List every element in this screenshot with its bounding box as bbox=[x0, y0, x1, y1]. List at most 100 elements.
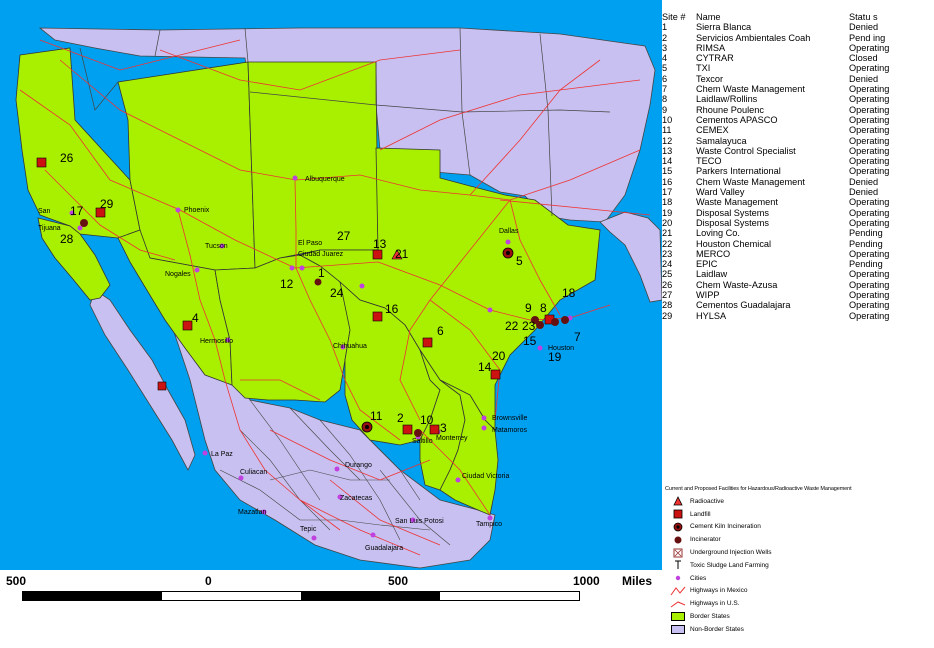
cell-name: CEMEX bbox=[696, 125, 729, 136]
cell-site: 5 bbox=[662, 63, 668, 74]
highways bbox=[19, 39, 651, 556]
legend-label: Cement Kiln Incineration bbox=[690, 523, 761, 531]
cell-name: Waste Management bbox=[696, 197, 778, 208]
cell-site: 28 bbox=[662, 300, 673, 311]
site-label: 20 bbox=[492, 349, 506, 363]
state-chihuahua[interactable] bbox=[214, 254, 356, 403]
city-label: Chihuahua bbox=[333, 343, 367, 350]
city-label: Monterrey bbox=[436, 435, 468, 442]
cell-site: 4 bbox=[662, 53, 668, 64]
cell-status: Operating bbox=[849, 145, 890, 156]
cell-site: 7 bbox=[662, 84, 668, 95]
state-baja-california[interactable] bbox=[37, 217, 111, 301]
cell-site: 18 bbox=[662, 197, 673, 208]
cell-status: Operating bbox=[849, 290, 890, 301]
cell-site: 12 bbox=[662, 135, 673, 146]
cell-site: 8 bbox=[662, 94, 668, 105]
cell-site: 27 bbox=[662, 290, 673, 301]
cell-site: 11 bbox=[662, 125, 672, 136]
cell-status: Operating bbox=[849, 94, 890, 105]
well-icon bbox=[669, 547, 687, 558]
cell-name: Texcor bbox=[696, 73, 724, 84]
city-label: Albuquerque bbox=[305, 176, 345, 183]
scale-bar: 500 0 500 1000 Miles bbox=[0, 570, 662, 610]
cell-status: Denied bbox=[849, 176, 879, 187]
mexico-state-lines bbox=[219, 399, 451, 546]
city-label: Dallas bbox=[499, 228, 519, 235]
cell-name: Ward Valley bbox=[696, 187, 745, 198]
cell-name: Parkers International bbox=[696, 166, 781, 177]
state-new-mexico[interactable] bbox=[247, 61, 379, 269]
scale-tick: 1000 bbox=[573, 574, 600, 588]
city-label: Nogales bbox=[165, 271, 191, 278]
site-labels: 26 17 29 28 27 13 21 1 12 24 4 6 16 5 9 … bbox=[60, 151, 581, 435]
site-label: 6 bbox=[437, 324, 444, 338]
cell-status: Operating bbox=[849, 63, 890, 74]
city-label: Ciudad Juarez bbox=[298, 251, 344, 258]
city-label: Brownsville bbox=[492, 415, 528, 422]
cell-site: 22 bbox=[662, 238, 673, 249]
cell-site: 17 bbox=[662, 187, 673, 198]
site-label: 12 bbox=[280, 277, 294, 291]
cell-status: Operating bbox=[849, 207, 890, 218]
cell-name: RIMSA bbox=[696, 42, 726, 53]
cell-name: Houston Chemical bbox=[696, 238, 772, 249]
target-icon bbox=[669, 521, 687, 532]
cell-site: 14 bbox=[662, 156, 673, 167]
cell-name: Servicios Ambientales Coah bbox=[696, 32, 811, 43]
us-highway-icon bbox=[669, 598, 687, 609]
cell-site: 1 bbox=[662, 22, 668, 33]
cell-status: Operating bbox=[849, 279, 890, 290]
border-swatch-icon bbox=[669, 611, 687, 622]
cell-status: Operating bbox=[849, 156, 890, 167]
city-label: Saltillo bbox=[412, 438, 433, 445]
legend-item: Non-Border States bbox=[665, 623, 934, 636]
site-label: 27 bbox=[337, 229, 351, 243]
table-row: 5 TXI Operating bbox=[662, 63, 934, 73]
cell-site: 16 bbox=[662, 176, 673, 187]
city-labels: Albuquerque Phoenix San Tijuana Tucson N… bbox=[38, 176, 574, 552]
header-site: Site # bbox=[662, 12, 686, 22]
square-icon bbox=[669, 509, 687, 520]
city-label: Ciudad Victoria bbox=[462, 473, 509, 480]
site-label: 17 bbox=[70, 204, 84, 218]
site-label: 5 bbox=[516, 254, 523, 268]
cell-status: Pending bbox=[849, 259, 883, 270]
city-label: Culiacan bbox=[240, 469, 267, 476]
site-label: 14 bbox=[478, 360, 492, 374]
cell-status: Operating bbox=[849, 125, 890, 136]
legend-label: Radioactive bbox=[690, 497, 724, 505]
legend-item: Radioactive bbox=[665, 495, 934, 508]
cell-name: Laidlaw bbox=[696, 269, 728, 280]
cell-site: 19 bbox=[662, 207, 673, 218]
cell-name: CYTRAR bbox=[696, 53, 734, 64]
scale-unit: Miles bbox=[622, 574, 653, 588]
cell-name: EPIC bbox=[696, 259, 718, 270]
state-tamaulipas[interactable] bbox=[439, 379, 499, 516]
site-label: 28 bbox=[60, 232, 74, 246]
city-label: San Luis Potosi bbox=[395, 518, 444, 525]
cell-name: WIPP bbox=[696, 290, 720, 301]
site-label: 2 bbox=[397, 411, 404, 425]
site-label: 7 bbox=[574, 330, 581, 344]
cell-name: Rhoune Poulenc bbox=[696, 104, 764, 115]
map[interactable]: Albuquerque Phoenix San Tijuana Tucson N… bbox=[0, 0, 662, 570]
cell-name: TXI bbox=[696, 63, 711, 74]
city-label: Guadalajara bbox=[365, 545, 403, 552]
legend-label: Highways in U.S. bbox=[690, 600, 740, 608]
city-label: Hermosillo bbox=[200, 338, 233, 345]
city-label: Matamoros bbox=[492, 427, 528, 434]
